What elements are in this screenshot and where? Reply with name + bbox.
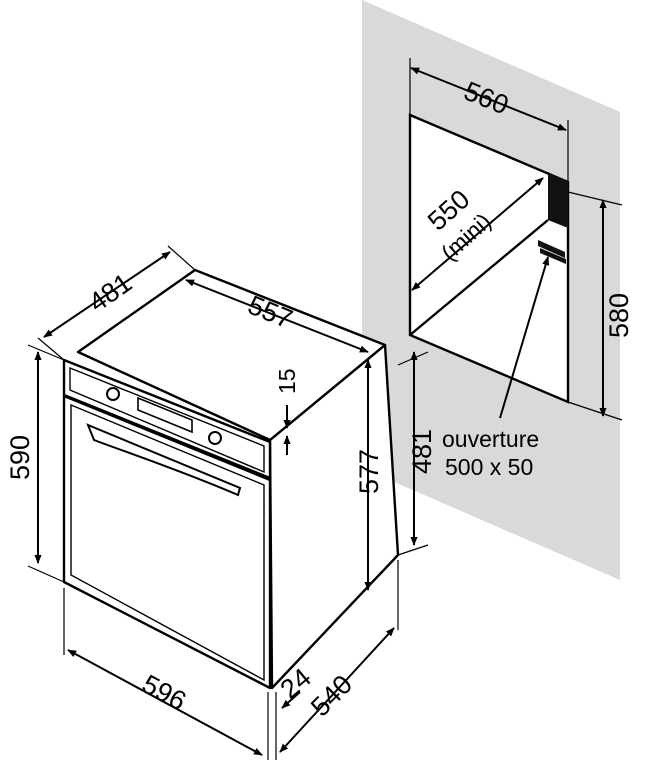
niche-opening-slot xyxy=(538,240,565,258)
dim-line-front-width xyxy=(67,649,263,756)
dim-line-niche-width xyxy=(410,67,567,131)
label-niche-depth: 481 xyxy=(407,429,437,474)
opening-pointer xyxy=(499,256,550,419)
oven-control-panel-inner xyxy=(69,366,265,474)
dim-line-oven-top-width xyxy=(185,279,369,353)
knob-left xyxy=(106,387,120,401)
dim-line-niche-min-depth xyxy=(411,177,544,291)
dim-line-body-depth xyxy=(279,627,395,753)
niche-opening-slot-lower xyxy=(540,248,566,264)
label-niche-height: 580 xyxy=(604,293,634,338)
label-opening-size: 500 x 50 xyxy=(445,454,533,480)
oven-door xyxy=(62,394,272,690)
oven-door-inner xyxy=(70,403,265,682)
label-body-height: 577 xyxy=(354,449,384,494)
label-oven-depth-top: 481 xyxy=(83,267,137,317)
dim-line-oven-depth-top xyxy=(43,251,171,338)
wall-niche: 560 550 (mini) 580 ouverture 500 x 50 xyxy=(362,0,634,580)
label-oven-height: 590 xyxy=(5,435,35,480)
niche-vent-block xyxy=(548,172,568,228)
label-opening-title: ouverture xyxy=(442,426,539,452)
oven-door-handle xyxy=(86,423,242,497)
knob-right xyxy=(208,431,222,445)
oven-display xyxy=(137,396,193,434)
label-panel-offset: 15 xyxy=(274,368,300,394)
label-front-width: 596 xyxy=(137,669,191,717)
